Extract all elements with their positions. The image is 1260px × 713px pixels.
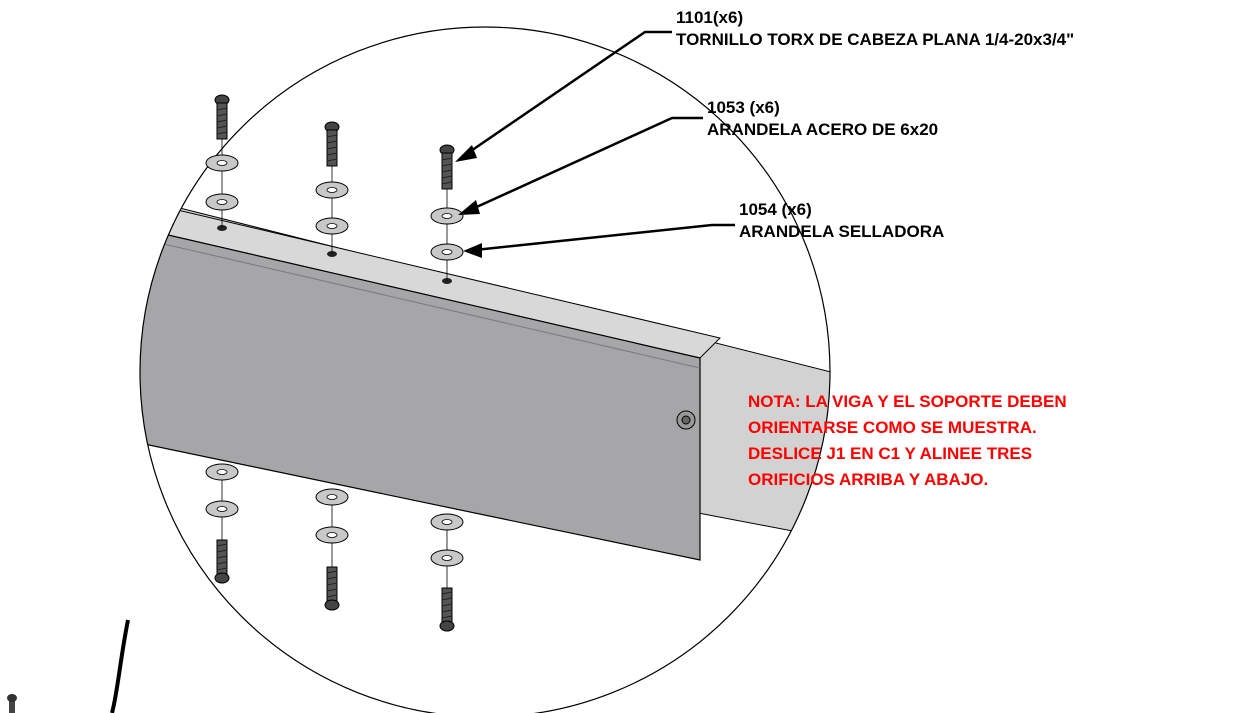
- callout-steel-washer: 1053 (x6) ARANDELA ACERO DE 6x20: [707, 97, 938, 141]
- torx-screw-icon: [439, 144, 455, 190]
- part-number: 1054 (x6): [739, 200, 812, 219]
- stray-screw-icon: [7, 694, 17, 713]
- part-description: ARANDELA ACERO DE 6x20: [707, 120, 939, 139]
- part-description: TORNILLO TORX DE CABEZA PLANA 1/4-20x3/4…: [676, 30, 1075, 49]
- callout-sealing-washer: 1054 (x6) ARANDELA SELLADORA: [739, 199, 944, 243]
- fastener-stack-bottom-2: [315, 488, 349, 611]
- steel-washer-icon: [430, 207, 464, 225]
- bracket-c1: [140, 224, 701, 561]
- detail-circle-outline: [139, 26, 831, 713]
- part-number: 1053 (x6): [707, 98, 780, 117]
- note-line: ORIFICIOS ARRIBA Y ABAJO.: [748, 470, 989, 489]
- beam-inner-panel: [0, 215, 105, 395]
- leader-line-1053: [458, 116, 703, 215]
- note-line: NOTA: LA VIGA Y EL SOPORTE DEBEN: [748, 392, 1067, 411]
- fastener-stack-top-2: [315, 121, 349, 254]
- detail-view: [0, 184, 830, 621]
- leader-line-1101: [455, 30, 672, 162]
- fastener-stack-bottom-1: [205, 463, 239, 584]
- fastener-stack-top-1: [205, 94, 239, 228]
- part-description: ARANDELA SELLADORA: [739, 222, 945, 241]
- callout-screw: 1101(x6) TORNILLO TORX DE CABEZA PLANA 1…: [676, 7, 1074, 51]
- cable: [110, 619, 130, 713]
- note-line: ORIENTARSE COMO SE MUESTRA.: [748, 418, 1037, 437]
- leader-line-1054: [463, 223, 735, 258]
- note-line: DESLICE J1 EN C1 Y ALINEE TRES: [748, 444, 1033, 463]
- assembly-note: NOTA: LA VIGA Y EL SOPORTE DEBEN ORIENTA…: [748, 389, 1067, 493]
- fastener-stack-bottom-3: [430, 513, 464, 632]
- part-number: 1101(x6): [676, 8, 744, 27]
- sealing-washer-icon: [430, 243, 464, 261]
- fastener-stack-top-3: [430, 144, 464, 281]
